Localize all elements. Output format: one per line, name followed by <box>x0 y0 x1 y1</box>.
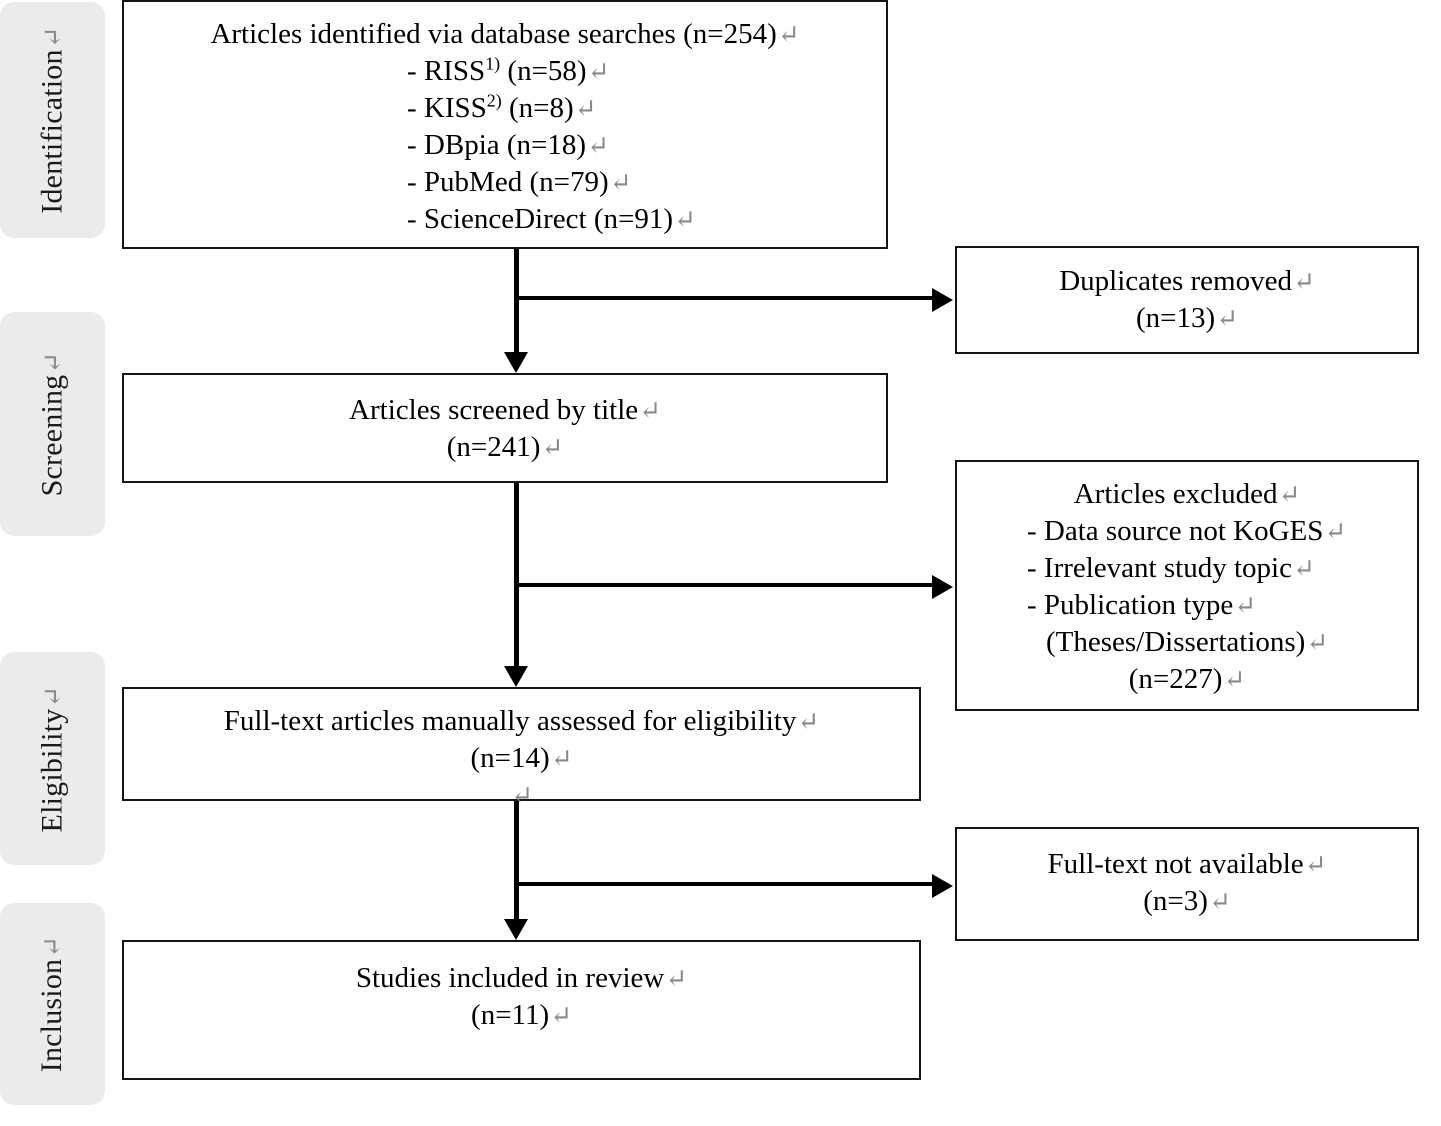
exclusion-reason-irrelevant-topic: - Irrelevant study topic↵ <box>1027 552 1315 584</box>
box-articles-screened-title: Articles screened by title↵ <box>349 394 661 426</box>
connector-screened-to-fulltext <box>514 482 519 668</box>
stage-label-inclusion-text: Inclusion↵ <box>35 935 69 1073</box>
stage-label-screening-text: Screening↵ <box>35 351 69 497</box>
arrowhead-down-screened <box>504 352 528 373</box>
arrowhead-right-duplicates <box>932 288 953 312</box>
stage-label-eligibility: Eligibility↵ <box>0 652 105 865</box>
paragraph-mark-icon: ↵ <box>1234 591 1256 620</box>
footnote-marker-1: 1) <box>485 53 501 74</box>
exclusion-reason-publication-type-detail: (Theses/Dissertations)↵ <box>1046 626 1329 658</box>
box-articles-identified: Articles identified via database searche… <box>122 0 888 249</box>
stage-label-inclusion: Inclusion↵ <box>0 903 105 1105</box>
box-articles-screened-count: (n=241)↵ <box>446 431 564 463</box>
paragraph-mark-icon: ↵ <box>587 57 610 86</box>
box-studies-included: Studies included in review↵ (n=11)↵ <box>122 940 921 1080</box>
arrowhead-down-included <box>504 919 528 940</box>
stage-label-identification: Identification↵ <box>0 2 105 238</box>
source-item-sciencedirect: - ScienceDirect (n=91)↵ <box>407 203 696 235</box>
connector-identified-to-screened <box>514 248 519 354</box>
arrowhead-down-fulltext <box>504 666 528 687</box>
paragraph-mark-icon: ↵ <box>1306 628 1329 657</box>
stage-label-eligibility-text: Eligibility↵ <box>35 685 69 832</box>
exclusion-reason-data-source: - Data source not KoGES↵ <box>1027 515 1347 547</box>
box-studies-included-title: Studies included in review↵ <box>355 962 688 994</box>
paragraph-mark-icon: ↵ <box>38 685 68 708</box>
source-item-pubmed: - PubMed (n=79)↵ <box>407 166 632 198</box>
paragraph-mark-icon: ↵ <box>541 433 564 462</box>
paragraph-mark-icon: ↵ <box>511 781 533 810</box>
box-duplicates-removed: Duplicates removed↵ (n=13)↵ <box>955 246 1419 354</box>
connector-fulltext-to-not-available <box>514 882 934 886</box>
source-item-dbpia: - DBpia (n=18)↵ <box>407 129 609 161</box>
box-articles-excluded-title: Articles excluded↵ <box>1073 478 1301 510</box>
box-articles-excluded: Articles excluded↵ - Data source not KoG… <box>955 460 1419 711</box>
box-fulltext-assessed-blank-line: ↵ <box>124 777 919 814</box>
exclusion-reason-publication-type: - Publication type↵ <box>1027 589 1256 621</box>
box-fulltext-not-available: Full-text not available↵ (n=3)↵ <box>955 827 1419 941</box>
box-fulltext-assessed-title: Full-text articles manually assessed for… <box>223 705 820 737</box>
paragraph-mark-icon: ↵ <box>1223 665 1246 694</box>
paragraph-mark-icon: ↵ <box>673 205 696 234</box>
stage-label-identification-text: Identification↵ <box>35 26 69 214</box>
box-fulltext-not-available-title: Full-text not available↵ <box>1047 848 1327 880</box>
box-articles-excluded-count: (n=227)↵ <box>1128 663 1246 695</box>
box-articles-screened: Articles screened by title↵ (n=241)↵ <box>122 373 888 483</box>
connector-fulltext-to-included <box>514 800 519 922</box>
paragraph-mark-icon: ↵ <box>1208 887 1231 916</box>
paragraph-mark-icon: ↵ <box>777 20 800 49</box>
box-duplicates-removed-title: Duplicates removed↵ <box>1059 265 1315 297</box>
box-studies-included-count: (n=11)↵ <box>471 999 572 1031</box>
paragraph-mark-icon: ↵ <box>1324 517 1347 546</box>
connector-screened-to-excluded <box>514 583 934 587</box>
connector-identified-to-duplicates <box>514 296 934 300</box>
arrowhead-right-not-available <box>932 874 953 898</box>
paragraph-mark-icon: ↵ <box>38 935 68 958</box>
paragraph-mark-icon: ↵ <box>797 707 820 736</box>
source-item-kiss: - KISS2) (n=8)↵ <box>407 90 597 124</box>
paragraph-mark-icon: ↵ <box>587 131 609 160</box>
box-fulltext-assessed: Full-text articles manually assessed for… <box>122 687 921 810</box>
source-item-riss: - RISS1) (n=58)↵ <box>407 53 610 87</box>
paragraph-mark-icon: ↵ <box>1304 850 1327 879</box>
paragraph-mark-icon: ↵ <box>1292 267 1315 296</box>
paragraph-mark-icon: ↵ <box>609 168 632 197</box>
paragraph-mark-icon: ↵ <box>574 94 597 123</box>
box-fulltext-assessed-count: (n=14)↵ <box>470 742 573 774</box>
box-fulltext-not-available-count: (n=3)↵ <box>1143 885 1231 917</box>
paragraph-mark-icon: ↵ <box>1216 304 1238 333</box>
paragraph-mark-icon: ↵ <box>38 351 68 374</box>
stage-label-screening: Screening↵ <box>0 312 105 536</box>
paragraph-mark-icon: ↵ <box>639 396 661 425</box>
paragraph-mark-icon: ↵ <box>38 26 68 49</box>
footnote-marker-2: 2) <box>486 90 502 111</box>
paragraph-mark-icon: ↵ <box>665 964 688 993</box>
paragraph-mark-icon: ↵ <box>550 744 573 773</box>
box-articles-identified-title: Articles identified via database searche… <box>210 18 800 50</box>
paragraph-mark-icon: ↵ <box>1278 480 1301 509</box>
paragraph-mark-icon: ↵ <box>1292 554 1315 583</box>
arrowhead-right-excluded <box>932 575 953 599</box>
paragraph-mark-icon: ↵ <box>550 1001 572 1030</box>
box-duplicates-removed-count: (n=13)↵ <box>1136 302 1238 334</box>
